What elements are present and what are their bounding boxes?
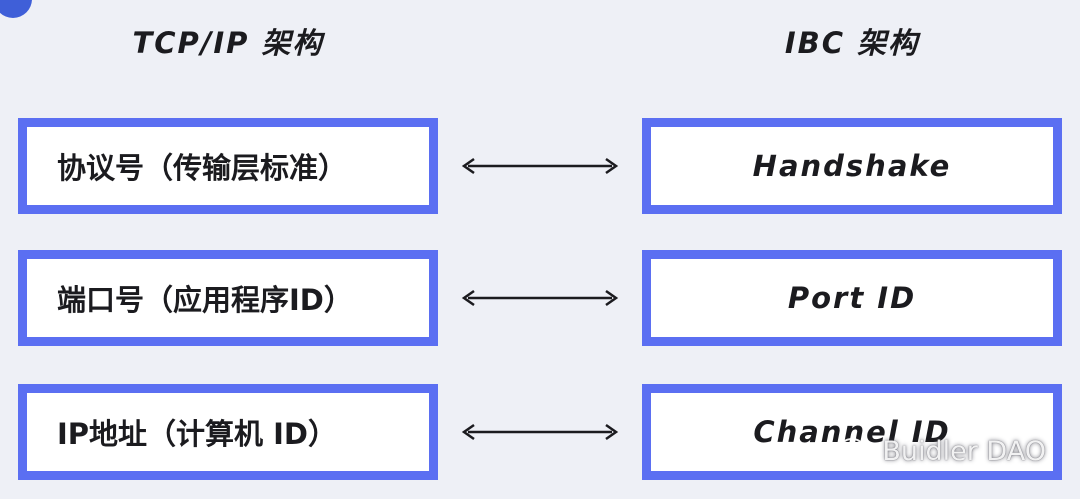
tcpip-port-number-label: 端口号（应用程序ID） bbox=[57, 283, 353, 317]
watermark-text: Buidler DAO bbox=[882, 436, 1046, 467]
ibc-architecture-heading: IBC 架构 bbox=[784, 26, 920, 60]
tcpip-protocol-number-label: 协议号（传输层标准） bbox=[57, 151, 348, 185]
ibc-channel-id-label: Channel ID bbox=[753, 415, 951, 449]
watermark: Buidler DAO bbox=[838, 436, 1046, 467]
tcpip-ip-address-label: IP地址（计算机 ID） bbox=[57, 417, 338, 451]
corner-decoration bbox=[0, 0, 32, 18]
wechat-icon bbox=[839, 437, 874, 465]
tcpip-port-number-box: 端口号（应用程序ID） bbox=[18, 250, 438, 346]
ibc-port-id-box: Port ID bbox=[642, 250, 1062, 346]
tcpip-protocol-number-box: 协议号（传输层标准） bbox=[18, 118, 438, 214]
tcpip-architecture-heading: TCP/IP 架构 bbox=[132, 26, 324, 60]
double-arrow-icon bbox=[461, 157, 619, 175]
ibc-channel-id-box: Channel ID bbox=[642, 384, 1062, 480]
tcpip-ip-address-box: IP地址（计算机 ID） bbox=[18, 384, 438, 480]
double-arrow-icon bbox=[461, 423, 619, 441]
ibc-handshake-label: Handshake bbox=[752, 149, 952, 183]
ibc-handshake-box: Handshake bbox=[642, 118, 1062, 214]
ibc-port-id-label: Port ID bbox=[787, 281, 917, 315]
double-arrow-icon bbox=[461, 289, 619, 307]
